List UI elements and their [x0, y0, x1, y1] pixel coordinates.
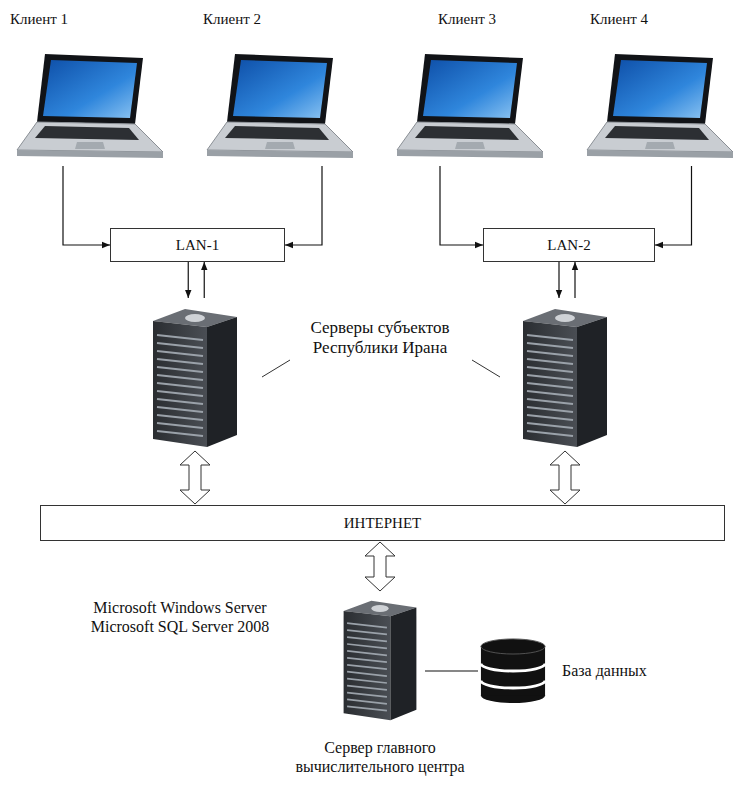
connector	[440, 166, 483, 245]
laptop-icon	[585, 52, 735, 164]
connector	[365, 542, 395, 591]
lan-box: LAN-1	[110, 228, 285, 262]
laptop-icon	[205, 52, 355, 164]
connector	[180, 451, 210, 504]
connector	[188, 262, 204, 298]
node-label: Клиент 2	[203, 10, 313, 28]
server-icon	[335, 592, 425, 722]
group-label: Серверы субъектов Республики Ирана	[270, 318, 490, 359]
client-laptop: Клиент 4	[585, 52, 735, 164]
regional-server	[145, 298, 245, 450]
node-label: Клиент 1	[10, 10, 120, 28]
node-label: База данных	[562, 661, 702, 680]
db-icon	[478, 638, 548, 704]
connector	[655, 166, 692, 245]
connector	[285, 166, 322, 245]
leader-line	[262, 360, 290, 377]
node-label: Microsoft Windows Server Microsoft SQL S…	[65, 598, 295, 636]
client-laptop: Клиент 1	[15, 52, 165, 164]
box-label: LAN-1	[176, 236, 219, 254]
box-label: LAN-2	[547, 236, 590, 254]
laptop-icon	[395, 52, 545, 164]
connector	[550, 451, 580, 504]
server-icon	[145, 298, 245, 450]
node-label: Клиент 3	[438, 10, 548, 28]
leader-line	[472, 360, 500, 377]
node-label: Сервер главного вычислительного центра	[280, 738, 480, 776]
node-label: Клиент 4	[590, 10, 700, 28]
laptop-icon	[15, 52, 165, 164]
connector	[425, 671, 478, 672]
internet-band: ИНТЕРНЕТ	[40, 505, 725, 541]
box-label: ИНТЕРНЕТ	[344, 514, 422, 532]
regional-server	[515, 298, 615, 450]
database: База данных	[478, 638, 548, 704]
server-icon	[515, 298, 615, 450]
client-laptop: Клиент 3	[395, 52, 545, 164]
connector	[559, 262, 575, 298]
connector	[63, 166, 110, 245]
client-laptop: Клиент 2	[205, 52, 355, 164]
lan-box: LAN-2	[483, 228, 655, 262]
main-server: Microsoft Windows Server Microsoft SQL S…	[335, 592, 425, 722]
